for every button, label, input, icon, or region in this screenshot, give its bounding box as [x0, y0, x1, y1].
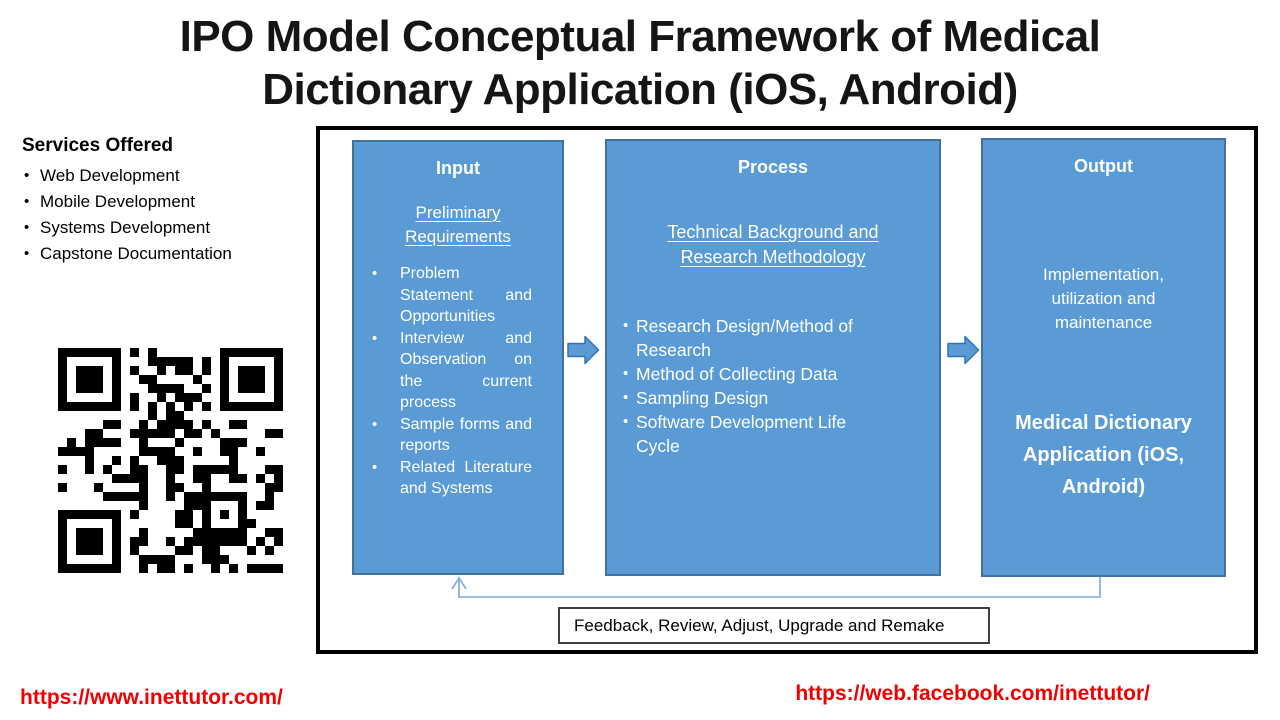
process-subtitle-line: Technical Background and — [667, 222, 879, 242]
page-title-line-1: IPO Model Conceptual Framework of Medica… — [179, 12, 1101, 61]
services-list: Web Development Mobile Development Syste… — [22, 163, 312, 267]
feedback-box: Feedback, Review, Adjust, Upgrade and Re… — [558, 607, 990, 644]
process-bullet: Method of Collecting Data — [623, 362, 883, 386]
input-bullet: Interview and Observation on the current… — [372, 328, 532, 414]
service-item: Web Development — [22, 163, 312, 189]
page-title: IPO Model Conceptual Framework of Medica… — [0, 10, 1280, 116]
process-subtitle-line: Research Methodology — [680, 247, 866, 267]
flow-arrow-icon — [947, 335, 980, 365]
output-description-line: maintenance — [1054, 313, 1153, 332]
output-box: Output Implementation, utilization and m… — [981, 138, 1226, 577]
input-bullet: Sample forms and reports — [372, 414, 532, 457]
services-panel: Services Offered Web Development Mobile … — [22, 134, 312, 267]
diagram-frame: Input Preliminary Requirements Problem S… — [316, 126, 1258, 654]
input-box: Input Preliminary Requirements Problem S… — [352, 140, 564, 575]
process-bullet: Sampling Design — [623, 386, 883, 410]
input-bullet-list: Problem Statement and Opportunities Inte… — [354, 263, 562, 500]
input-subtitle-line: Preliminary — [415, 203, 501, 222]
page-title-line-2: Dictionary Application (iOS, Android) — [262, 65, 1018, 114]
qr-code — [58, 348, 283, 573]
footer-link-facebook[interactable]: https://web.facebook.com/inettutor/ — [795, 682, 1150, 705]
input-subtitle-line: Requirements — [405, 227, 511, 246]
output-product-line: Application (iOS, — [1022, 444, 1185, 466]
process-bullet: Software Development Life Cycle — [623, 410, 883, 458]
flow-arrow-icon — [567, 335, 600, 365]
output-product-name: Medical Dictionary Application (iOS, And… — [983, 407, 1224, 503]
service-item: Systems Development — [22, 215, 312, 241]
output-product-line: Medical Dictionary — [1015, 412, 1192, 434]
process-box: Process Technical Background and Researc… — [605, 139, 941, 576]
input-bullet: Related Literature and Systems — [372, 457, 532, 500]
input-bullet: Problem Statement and Opportunities — [372, 263, 532, 328]
feedback-label: Feedback, Review, Adjust, Upgrade and Re… — [574, 615, 945, 635]
process-bullet-list: Research Design/Method of Research Metho… — [607, 314, 939, 458]
services-heading: Services Offered — [22, 135, 174, 156]
process-bullet: Research Design/Method of Research — [623, 314, 883, 362]
input-box-title: Input — [436, 158, 480, 178]
output-box-title: Output — [1074, 156, 1133, 176]
output-description-line: utilization and — [1051, 289, 1156, 308]
output-description-line: Implementation, — [1043, 265, 1164, 284]
footer-link-inettutor[interactable]: https://www.inettutor.com/ — [20, 686, 283, 709]
service-item: Mobile Development — [22, 189, 312, 215]
output-description: Implementation, utilization and maintena… — [983, 263, 1224, 335]
service-item: Capstone Documentation — [22, 241, 312, 267]
input-box-subtitle: Preliminary Requirements — [354, 201, 562, 249]
output-product-line: Android) — [1061, 476, 1146, 498]
process-box-subtitle: Technical Background and Research Method… — [607, 220, 939, 270]
process-box-title: Process — [737, 157, 809, 177]
